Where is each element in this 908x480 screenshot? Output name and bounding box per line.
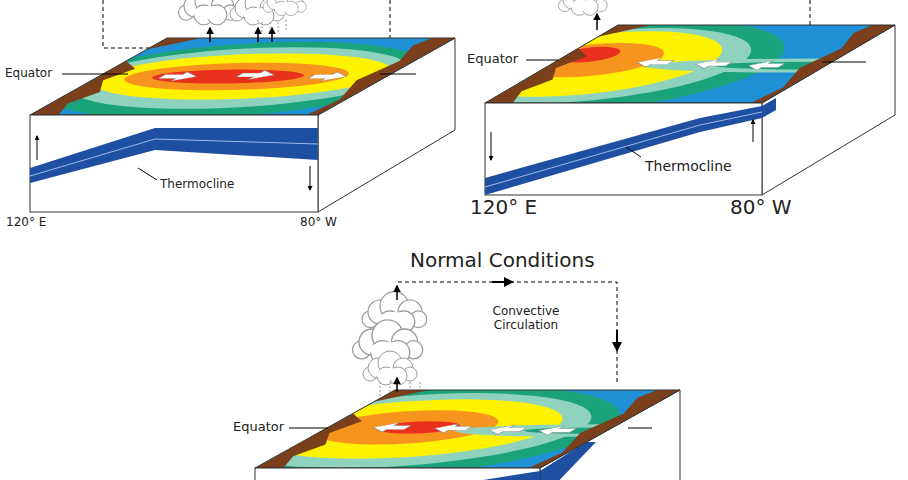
upwelling-arrows <box>491 120 753 160</box>
sea-surface <box>354 21 908 115</box>
leader-lines <box>62 74 416 180</box>
sea-surface <box>120 386 792 480</box>
thermocline-label: Thermocline <box>160 178 234 192</box>
thermocline-band <box>30 128 318 183</box>
circulation-label: Convective Circulation <box>484 305 568 333</box>
longitude-label: 80° W <box>730 196 792 219</box>
longitude-label: 80° W <box>300 216 337 230</box>
block-front <box>485 103 762 195</box>
panel-title: Normal Conditions <box>410 249 595 272</box>
thermocline-band <box>485 106 762 195</box>
equator-label: Equator <box>5 67 52 81</box>
longitude-label: 120° E <box>6 216 46 230</box>
storm-clouds <box>179 0 307 34</box>
storm-clouds <box>353 292 427 398</box>
equator-label: Equator <box>467 52 518 67</box>
el-nino-panel <box>0 0 490 212</box>
block-front <box>30 115 318 212</box>
longitude-label: 120° E <box>470 196 537 219</box>
sea-surface <box>0 38 490 119</box>
storm-clouds <box>559 0 608 15</box>
rising-air <box>210 28 272 42</box>
block-front <box>255 468 540 480</box>
thermocline-band <box>420 471 540 480</box>
leader-lines <box>289 428 652 429</box>
normal-panel <box>120 282 792 480</box>
la-nina-panel <box>354 0 908 195</box>
leader-lines <box>526 60 866 157</box>
thermocline-label: Thermocline <box>645 158 732 174</box>
rising-air <box>596 14 598 30</box>
equator-label: Equator <box>233 420 284 435</box>
convective-loop <box>398 282 620 408</box>
